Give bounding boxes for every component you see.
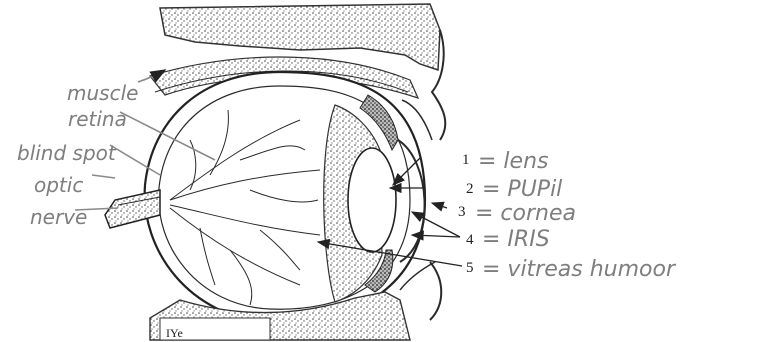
number-5: 5	[466, 260, 474, 276]
printed-fragment: IYe	[166, 326, 183, 340]
label-retina: retina	[68, 107, 127, 131]
answer-2: = PUPil	[482, 177, 562, 202]
number-4: 4	[466, 232, 474, 248]
answer-4: = IRIS	[482, 227, 550, 252]
label-blind-spot: blind spot	[17, 141, 117, 165]
label-nerve: nerve	[30, 205, 87, 229]
optic-line	[92, 175, 115, 178]
label-muscle: muscle	[67, 81, 138, 105]
answer-1: = lens	[478, 149, 548, 174]
label-optic: optic	[34, 173, 83, 197]
pointer-3	[432, 203, 447, 208]
number-3: 3	[458, 204, 466, 220]
number-1: 1	[462, 152, 470, 168]
numbered-labels: 1 = lens 2 = PUPil 3 = cornea 4 = IRIS 5…	[458, 149, 677, 282]
number-2: 2	[466, 181, 474, 197]
answer-3: = cornea	[475, 201, 576, 226]
answer-5: = vitreas humoor	[482, 257, 677, 282]
lens	[348, 148, 396, 252]
